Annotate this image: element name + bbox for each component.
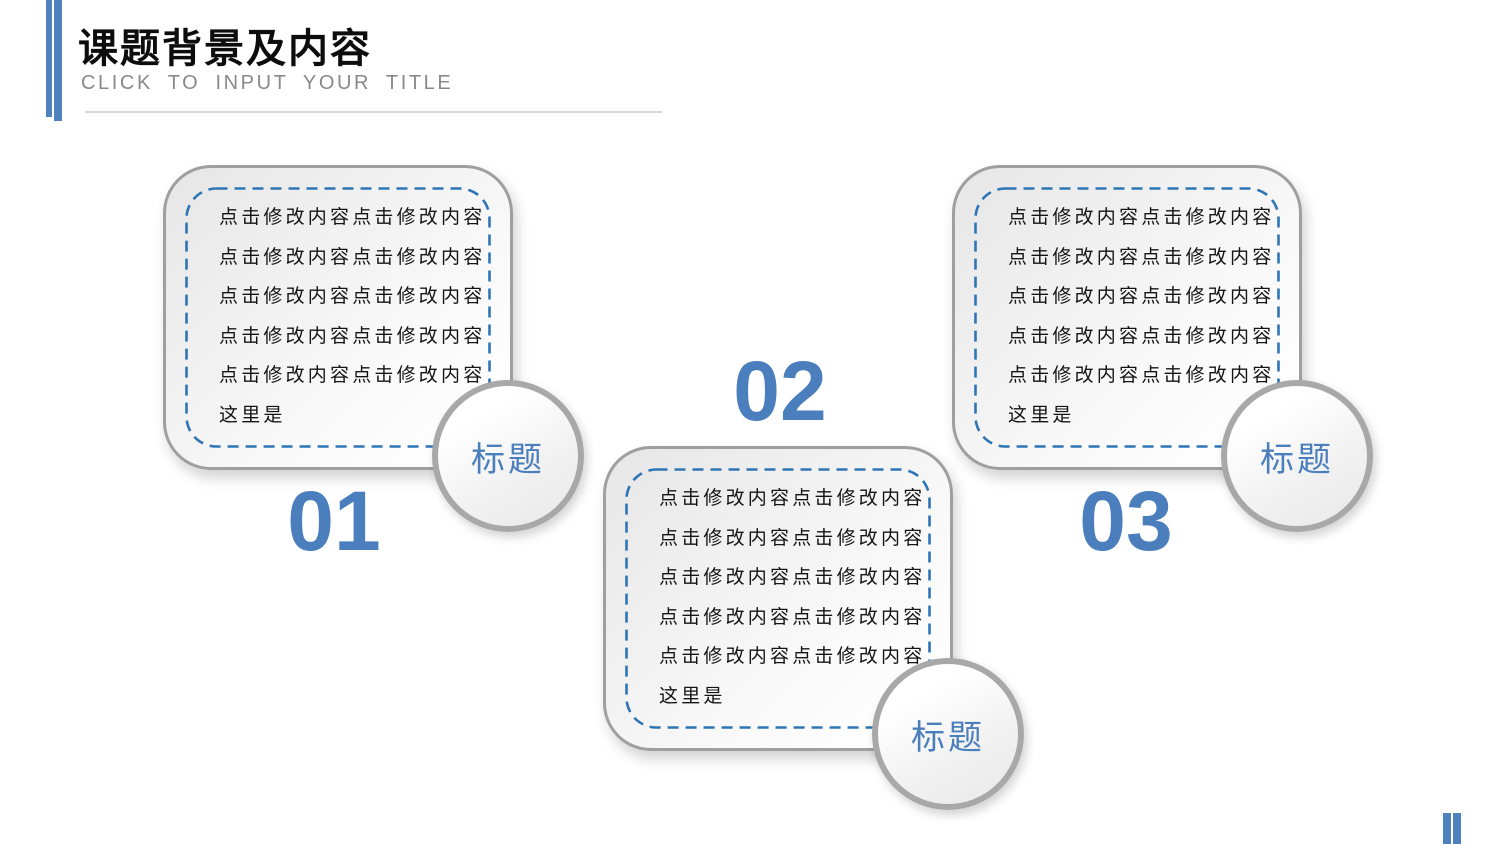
content-card-2: 点击修改内容点击修改内容 点击修改内容点击修改内容 点击修改内容点击修改内容 点… bbox=[603, 446, 953, 751]
slide-subtitle[interactable]: CLICK TO INPUT YOUR TITLE bbox=[81, 72, 454, 94]
title-circle-2[interactable]: 标题 bbox=[872, 658, 1024, 810]
text-line: 这里是 bbox=[219, 404, 286, 426]
content-card-1: 点击修改内容点击修改内容 点击修改内容点击修改内容 点击修改内容点击修改内容 点… bbox=[163, 165, 513, 470]
title-circle-1[interactable]: 标题 bbox=[432, 380, 584, 532]
text-line: 点击修改内容点击修改内容 bbox=[1008, 286, 1275, 307]
text-line: 点击修改内容点击修改内容 bbox=[659, 527, 926, 549]
text-line: 这里是 bbox=[659, 685, 726, 707]
text-line: 点击修改内容点击修改内容 bbox=[219, 365, 486, 386]
header-accent-bar-thin bbox=[46, 0, 52, 117]
header-accent-bar-thick bbox=[54, 0, 62, 121]
title-circle-3[interactable]: 标题 bbox=[1221, 380, 1373, 532]
text-line: 点击修改内容点击修改内容 bbox=[219, 286, 486, 307]
dashed-border-2 bbox=[625, 468, 931, 729]
card-text-placeholder-3[interactable]: 点击修改内容点击修改内容 点击修改内容点击修改内容 点击修改内容点击修改内容 点… bbox=[1008, 198, 1288, 435]
text-line: 点击修改内容点击修改内容 bbox=[219, 207, 486, 228]
text-line: 点击修改内容点击修改内容 bbox=[659, 488, 926, 509]
card-number-2: 02 bbox=[733, 344, 827, 438]
text-line: 点击修改内容点击修改内容 bbox=[1008, 207, 1275, 228]
slide-title[interactable]: 课题背景及内容 bbox=[78, 27, 372, 71]
card-text-placeholder-2[interactable]: 点击修改内容点击修改内容 点击修改内容点击修改内容 点击修改内容点击修改内容 点… bbox=[659, 479, 939, 716]
card-number-1: 01 bbox=[287, 474, 381, 568]
text-line: 点击修改内容点击修改内容 bbox=[659, 646, 926, 667]
text-line: 点击修改内容点击修改内容 bbox=[219, 325, 486, 347]
card-text-placeholder-1[interactable]: 点击修改内容点击修改内容 点击修改内容点击修改内容 点击修改内容点击修改内容 点… bbox=[219, 198, 499, 435]
text-line: 点击修改内容点击修改内容 bbox=[1008, 365, 1275, 386]
text-line: 这里是 bbox=[1008, 404, 1075, 426]
text-line: 点击修改内容点击修改内容 bbox=[219, 246, 486, 268]
header-divider bbox=[85, 111, 662, 113]
circle-label-1: 标题 bbox=[471, 440, 545, 479]
circle-label-3: 标题 bbox=[1260, 440, 1334, 479]
card-number-3: 03 bbox=[1079, 474, 1173, 568]
dashed-border-3 bbox=[974, 187, 1280, 448]
text-line: 点击修改内容点击修改内容 bbox=[1008, 246, 1275, 268]
footer-accent-bar-2 bbox=[1453, 813, 1461, 844]
circle-label-2: 标题 bbox=[911, 718, 985, 757]
text-line: 点击修改内容点击修改内容 bbox=[659, 567, 926, 588]
dashed-border-1 bbox=[185, 187, 491, 448]
footer-accent-bar-1 bbox=[1443, 813, 1451, 844]
text-line: 点击修改内容点击修改内容 bbox=[1008, 325, 1275, 347]
text-line: 点击修改内容点击修改内容 bbox=[659, 606, 926, 628]
